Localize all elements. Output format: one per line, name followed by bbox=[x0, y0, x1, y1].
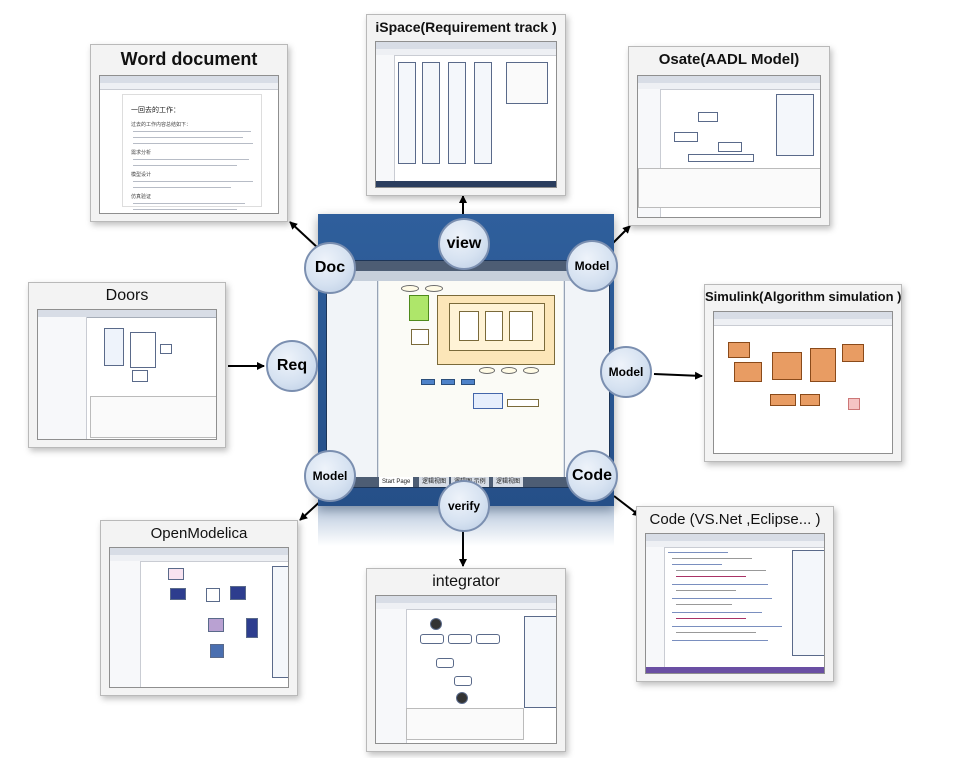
simulink-screenshot bbox=[713, 311, 893, 454]
card-title-code: Code (VS.Net ,Eclipse... ) bbox=[649, 511, 821, 528]
card-code: Code (VS.Net ,Eclipse... ) bbox=[636, 506, 834, 682]
osate-screenshot bbox=[637, 75, 821, 218]
bubble-req: Req bbox=[266, 340, 318, 392]
word-page: 一回去的工作： 过去的工作内容总结如下： 需求分析 模型设计 仿真验证 bbox=[122, 94, 262, 210]
arrow-model-to-osate bbox=[611, 225, 631, 245]
arrow-code-to-codecard bbox=[613, 495, 641, 517]
ispace-screenshot bbox=[375, 41, 557, 188]
ide-project-tree bbox=[327, 281, 378, 477]
integrator-screenshot bbox=[375, 595, 557, 744]
card-title-word: Word document bbox=[120, 49, 258, 69]
center-modeling-ide: Start Page 逻辑视图 逻辑图 示例 逻辑视图 bbox=[318, 214, 614, 506]
bubble-model-simulink: Model bbox=[600, 346, 652, 398]
card-simulink: Simulink(Algorithm simulation ) bbox=[704, 284, 902, 462]
card-title-ispace: iSpace(Requirement track ) bbox=[375, 19, 557, 35]
word-line-2: 需求分析 bbox=[131, 150, 152, 156]
bubble-code: Code bbox=[566, 450, 618, 502]
card-integrator: integrator bbox=[366, 568, 566, 752]
word-line-4: 仿真验证 bbox=[131, 194, 152, 200]
openmodelica-screenshot bbox=[109, 547, 289, 688]
code-screenshot bbox=[645, 533, 825, 674]
bubble-verify: verify bbox=[438, 480, 490, 532]
card-ispace: iSpace(Requirement track ) bbox=[366, 14, 566, 196]
card-title-simulink: Simulink(Algorithm simulation ) bbox=[705, 289, 902, 304]
center-ide-window: Start Page 逻辑视图 逻辑图 示例 逻辑视图 bbox=[326, 260, 610, 488]
card-doors: Doors bbox=[28, 282, 226, 448]
card-title-doors: Doors bbox=[105, 287, 149, 304]
card-openmodelica: OpenModelica bbox=[100, 520, 298, 696]
bubble-model-osate: Model bbox=[566, 240, 618, 292]
arrow-doc-to-word bbox=[289, 221, 319, 249]
word-line-1: 过去的工作内容总结如下： bbox=[131, 122, 192, 128]
ide-tab-logic-view[interactable]: 逻辑视图 bbox=[419, 477, 450, 487]
word-screenshot: 一回去的工作： 过去的工作内容总结如下： 需求分析 模型设计 仿真验证 bbox=[99, 75, 279, 214]
ide-tab-start[interactable]: Start Page bbox=[379, 477, 414, 487]
card-title-integrator: integrator bbox=[432, 573, 500, 590]
ide-diagram-canvas bbox=[379, 281, 563, 477]
bubble-view: view bbox=[438, 218, 490, 270]
card-osate: Osate(AADL Model) bbox=[628, 46, 830, 226]
bubble-doc: Doc bbox=[304, 242, 356, 294]
word-line-3: 模型设计 bbox=[131, 172, 152, 178]
bubble-model-openmodelica: Model bbox=[304, 450, 356, 502]
ide-tab-logic-view-2[interactable]: 逻辑视图 bbox=[493, 477, 524, 487]
card-title-osate: Osate(AADL Model) bbox=[658, 51, 800, 68]
ide-toolbar bbox=[327, 271, 609, 281]
arrow-model-to-simulink bbox=[653, 371, 703, 380]
doors-screenshot bbox=[37, 309, 217, 440]
word-heading: 一回去的工作： bbox=[131, 106, 180, 114]
card-word-document: Word document 一回去的工作： 过去的工作内容总结如下： 需求分析 … bbox=[90, 44, 288, 222]
card-title-openmodelica: OpenModelica bbox=[150, 525, 248, 542]
